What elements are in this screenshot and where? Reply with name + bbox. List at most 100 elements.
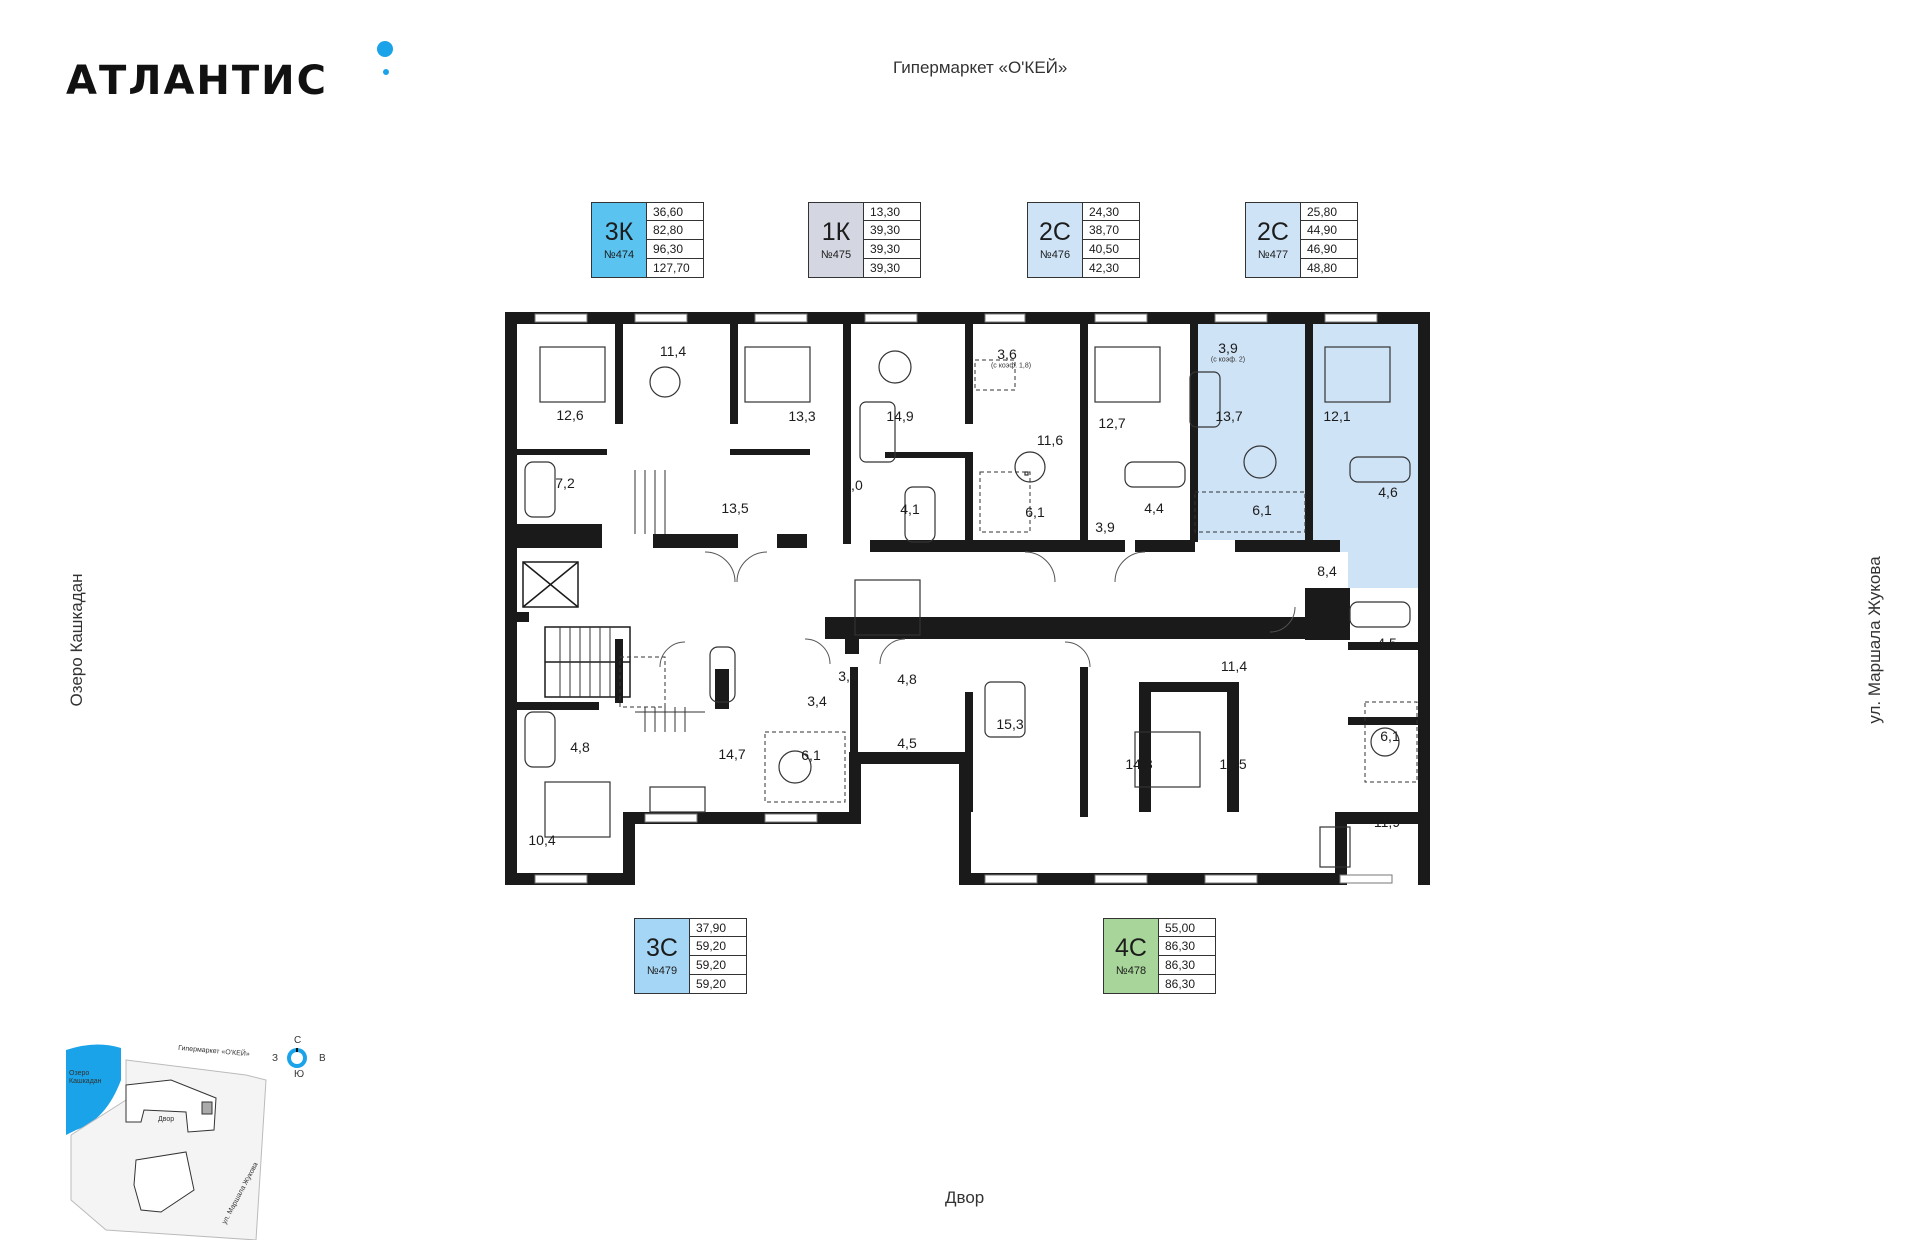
room-area: 4,8 (570, 739, 590, 755)
room-area: 11,4 (659, 343, 687, 359)
area-value: 82,80 (647, 221, 704, 240)
floor-plan: 12,6 11,4 13,3 14,9 3,6 (с коэф. 1,8) 12… (505, 312, 1430, 885)
room-area: 3,4 (838, 668, 858, 684)
apartment-type: 3К (604, 218, 634, 246)
area-value: 55,00 (1159, 918, 1216, 937)
room-area: 6,1 (1380, 728, 1400, 744)
room-area: 6,1 (1252, 502, 1272, 518)
area-value: 86,30 (1159, 937, 1216, 956)
apartment-number: №478 (1115, 965, 1147, 977)
area-value: 24,30 (1083, 202, 1140, 221)
room-area: 6,1 (801, 747, 821, 763)
area-value: 59,20 (690, 956, 747, 975)
room-area: 14,3 (1125, 756, 1153, 772)
compass-north: С (294, 1035, 302, 1046)
area-value: 127,70 (647, 259, 704, 278)
apartment-type: 1К (821, 218, 851, 246)
apartment-code: 1К №475 (808, 202, 864, 278)
apartment-areas: 55,00 86,30 86,30 86,30 (1159, 918, 1216, 994)
compass-south: Ю (294, 1069, 305, 1080)
area-value: 42,30 (1083, 259, 1140, 278)
room-area: 12,6 (556, 407, 584, 423)
apartment-number: №476 (1039, 249, 1071, 261)
room-area: 13,5 (721, 500, 749, 516)
room-area: 3,6 (997, 346, 1017, 362)
room-area: 4,6 (1378, 484, 1398, 500)
area-value: 44,90 (1301, 221, 1358, 240)
apartment-card-474[interactable]: 3К №474 36,60 82,80 96,30 127,70 (591, 202, 704, 278)
apartment-number: №474 (603, 249, 635, 261)
logo-dot-small-icon (383, 69, 389, 75)
room-area: 4,4 (1144, 500, 1164, 516)
area-value: 59,20 (690, 937, 747, 956)
room-coef-note: (с коэф. 2) (1210, 356, 1246, 364)
area-value: 40,50 (1083, 240, 1140, 259)
apartment-areas: 24,30 38,70 40,50 42,30 (1083, 202, 1140, 278)
apartment-code: 2С №477 (1245, 202, 1301, 278)
apartment-areas: 25,80 44,90 46,90 48,80 (1301, 202, 1358, 278)
logo-dot-icon (377, 41, 393, 57)
room-area: 11,6 (1036, 432, 1064, 448)
floor-plan-drawing (505, 312, 1430, 885)
area-value: 25,80 (1301, 202, 1358, 221)
apartment-areas: 13,30 39,30 39,30 39,30 (864, 202, 921, 278)
room-area: 14,7 (718, 746, 746, 762)
apartment-code: 3К №474 (591, 202, 647, 278)
room-area: 6,1 (1025, 504, 1045, 520)
apartment-code: 2С №476 (1027, 202, 1083, 278)
apartment-code: 3С №479 (634, 918, 690, 994)
brand-logo: АТЛАНТИС (66, 58, 329, 104)
apartment-areas: 36,60 82,80 96,30 127,70 (647, 202, 704, 278)
room-area: 4,8 (897, 671, 917, 687)
room-area: 4,5 (897, 735, 917, 751)
left-lake-label: Озеро Кашкадан (67, 573, 86, 707)
area-value: 36,60 (647, 202, 704, 221)
area-value: 48,80 (1301, 259, 1358, 278)
room-area: 3,9 (1095, 519, 1115, 535)
room-area: 13,5 (1219, 756, 1247, 772)
area-value: 39,30 (864, 259, 921, 278)
bottom-yard-label: Двор (945, 1188, 985, 1207)
minimap-drawing (66, 1044, 267, 1240)
room-area: 7,0 (843, 477, 863, 493)
apartment-number: №477 (1257, 249, 1289, 261)
apartment-type: 3С (646, 934, 678, 962)
apartment-areas: 37,90 59,20 59,20 59,20 (690, 918, 747, 994)
minimap-lake-label: Озеро Кашкадан (69, 1070, 102, 1085)
apartment-card-476[interactable]: 2С №476 24,30 38,70 40,50 42,30 (1027, 202, 1140, 278)
apartment-code: 4С №478 (1103, 918, 1159, 994)
area-value: 46,90 (1301, 240, 1358, 259)
apartment-card-478[interactable]: 4С №478 55,00 86,30 86,30 86,30 (1103, 918, 1216, 994)
top-street-label: Гипермаркет «О'КЕЙ» (893, 58, 1068, 77)
area-value: 59,20 (690, 975, 747, 994)
area-value: 38,70 (1083, 221, 1140, 240)
site-minimap: Озеро Кашкадан Гипермаркет «О'КЕЙ» Двор … (66, 1035, 326, 1240)
room-area: 11,9 (1373, 814, 1401, 830)
apartment-card-475[interactable]: 1К №475 13,30 39,30 39,30 39,30 (808, 202, 921, 278)
room-area: 12,7 (1098, 415, 1126, 431)
room-area: 14,9 (886, 408, 914, 424)
area-value: 37,90 (690, 918, 747, 937)
compass-icon (287, 1048, 307, 1068)
apartment-type: 2С (1257, 218, 1289, 246)
room-area: 13,3 (788, 408, 816, 424)
apartment-card-477[interactable]: 2С №477 25,80 44,90 46,90 48,80 (1245, 202, 1358, 278)
apartment-type: 2С (1039, 218, 1071, 246)
room-area: 12,1 (1323, 408, 1351, 424)
area-value: 39,30 (864, 221, 921, 240)
area-value: 86,30 (1159, 956, 1216, 975)
right-street-label: ул. Маршала Жукова (1865, 556, 1884, 724)
apartment-type: 4С (1115, 934, 1147, 962)
apartment-card-479[interactable]: 3С №479 37,90 59,20 59,20 59,20 (634, 918, 747, 994)
room-area: 3,9 (1218, 340, 1238, 356)
compass-east: В (319, 1053, 326, 1064)
minimap-yard-label: Двор (158, 1116, 175, 1123)
apartment-number: №475 (820, 249, 852, 261)
room-coef-note: (с коэф. 1,8) (990, 362, 1032, 370)
area-value: 13,30 (864, 202, 921, 221)
area-value: 39,30 (864, 240, 921, 259)
apartment-number: №479 (646, 965, 678, 977)
room-area: 13,7 (1215, 408, 1243, 424)
room-area: 11,4 (1220, 658, 1248, 674)
compass-west: З (272, 1053, 279, 1064)
